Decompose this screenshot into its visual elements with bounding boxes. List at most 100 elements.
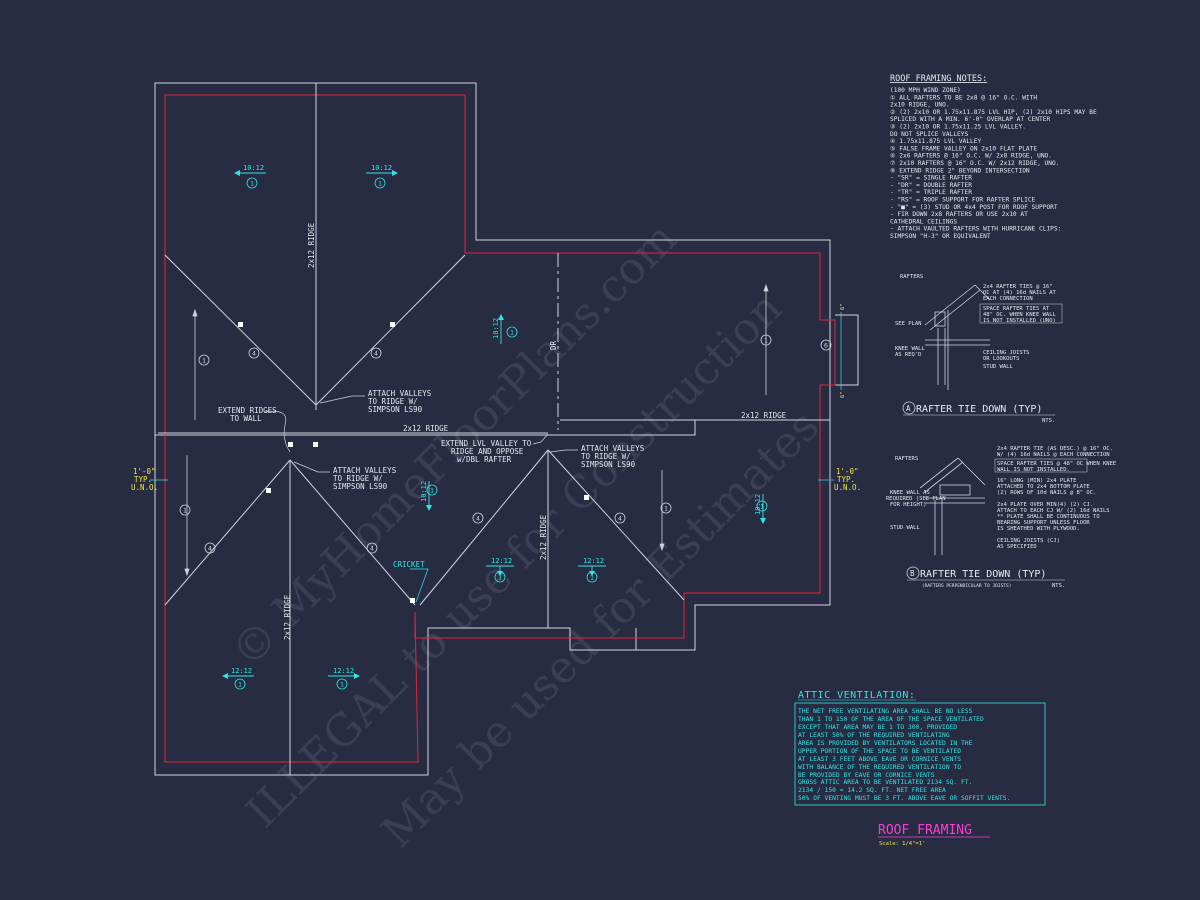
note-ref-circle: 1 [756, 500, 768, 512]
overhang-dim: TYP. [134, 475, 152, 484]
attic-line: THE NET FREE VENTILATING AREA SHALL BE N… [798, 708, 973, 715]
arrowhead [763, 283, 769, 292]
note-line: ④ 1.75x11.875 LVL VALLEY [890, 138, 982, 145]
hip-center-right [547, 449, 685, 601]
slope-marker: 12:12 [486, 557, 514, 576]
detail-a-label: AS REQ'D [895, 352, 922, 358]
detail-b-label: IS SHEATHED WITH PLYWOOD. [997, 526, 1080, 532]
note-ref-circle: 1 [198, 354, 210, 366]
slope-marker: 10:12 [234, 164, 266, 176]
rafter-line [919, 457, 959, 489]
svg-text:4: 4 [370, 545, 374, 553]
roof-framing-notes: ROOF FRAMING NOTES: (100 MPH WIND ZONE)①… [890, 74, 1097, 240]
detail-b-label: 2x4 PLATE OVER MIN(4) (2) CJ. [997, 502, 1093, 508]
callout-line: RIDGE AND OPPOSE [451, 447, 524, 456]
detail-b-label: RAFTERS [895, 456, 918, 462]
roof-support-posts [238, 322, 589, 603]
detail-b-label: BEARING SUPPORT UNLESS FLOOR [997, 520, 1090, 526]
slope-label: 10:12 [492, 318, 500, 339]
leader-line [264, 410, 291, 453]
attic-line: BE PROVIDED BY EAVE OR CORNICE VENTS [798, 772, 935, 779]
overhang-dims: 1'-0" TYP. U.N.O. 1'-0" TYP. U.N.O. 6" 6… [131, 303, 861, 492]
stoop-outline [569, 628, 637, 651]
detail-b-label: SPACE RAFTER TIES @ 48" OC WHEN KNEE [997, 461, 1116, 467]
bay-dim: 6" [840, 303, 846, 310]
note-ref-circle: 1 [179, 504, 191, 516]
slope-marker: 12:12 [222, 667, 254, 679]
slope-marker: 10:12 [366, 164, 398, 176]
attic-line: WITH BALANCE OF THE REQUIRED VENTILATION… [798, 764, 961, 771]
leader-line [549, 449, 578, 453]
watermark: © MyHomeFloorPlans.com ILLEGAL to use fo… [222, 213, 829, 858]
note-line: SIMPSON "H-3" OR EQUIVALENT [890, 233, 991, 240]
detail-b-label: (2) ROWS OF 10d NAILS @ 8" OC. [997, 490, 1096, 496]
note-line: CATHEDRAL CEILINGS [890, 218, 957, 225]
framing-lines [158, 83, 830, 775]
leader-line [319, 395, 365, 404]
note-line: ⑧ EXTEND RIDGE 2" BEYOND INTERSECTION [890, 167, 1030, 174]
ridge-label: 2x12 RIDGE [403, 424, 449, 433]
callout-cricket: CRICKET [393, 560, 429, 603]
callout-line: TO WALL [230, 414, 262, 423]
slope-marker: 12:12 [328, 667, 360, 679]
arrowhead [184, 568, 190, 577]
svg-text:1: 1 [378, 180, 382, 188]
slope-marker: 12:12 [578, 557, 606, 576]
hip-top-right [315, 254, 466, 406]
leader-line [532, 433, 549, 445]
svg-text:4: 4 [374, 350, 378, 358]
post-marker [288, 442, 293, 447]
svg-text:1: 1 [590, 574, 594, 582]
attic-line: AT LEAST 3 FEET ABOVE EAVE OR CORNICE VE… [798, 756, 961, 763]
note-line: ⑦ 2x10 RAFTERS @ 16" O.C. W/ 2x12 RIDGE,… [890, 160, 1059, 167]
note-ref-circle: 1 [246, 177, 258, 189]
attic-ventilation: ATTIC VENTILATION: THE NET FREE VENTILAT… [794, 690, 1046, 806]
note-line: - ATTACH VAULTED RAFTERS WITH HURRICANE … [890, 226, 1061, 233]
detail-a-note-box [979, 303, 1063, 324]
note-line: SPLICED WITH A MIN. 6'-0" OVERLAP AT CEN… [890, 116, 1050, 123]
detail-a-label: EACH CONNECTION [983, 296, 1033, 302]
callout-line: EXTEND LVL VALLEY TO [441, 439, 532, 448]
post-marker [266, 488, 271, 493]
detail-b-marker [906, 566, 920, 580]
callout-line: SIMPSON LS90 [368, 405, 423, 414]
cricket-label: CRICKET [393, 560, 425, 569]
note-ref-circle: 1 [426, 484, 438, 496]
note-ref-circle: 4 [204, 542, 216, 554]
rafter-line [924, 461, 964, 493]
note-ref-circle: 1 [760, 334, 772, 346]
callout-line: TO RIDGE W/ [581, 452, 631, 461]
eave-line [164, 94, 836, 763]
svg-text:4: 4 [476, 515, 480, 523]
overhang-dim: 1'-0" [836, 467, 859, 476]
detail-b-label: ATTACH TO EACH CJ W/ (2) 16d NAILS [997, 508, 1110, 514]
note-line: - "■" = (3) STUD OR 4x4 POST FOR ROOF SU… [890, 204, 1058, 211]
post-marker [390, 322, 395, 327]
detail-b-graphic [919, 457, 986, 555]
detail-a-label: STUD WALL [983, 364, 1013, 370]
callout-extend-lvl: EXTEND LVL VALLEY TO RIDGE AND OPPOSE w/… [441, 433, 549, 464]
callout-line: SIMPSON LS90 [333, 482, 388, 491]
attic-heading: ATTIC VENTILATION: [798, 690, 915, 701]
svg-text:1: 1 [238, 681, 242, 689]
note-line: (100 MPH WIND ZONE) [890, 87, 961, 94]
detail-b-label: REQUIRED (SEE PLAN [886, 496, 946, 502]
attic-calc-line: 50% OF VENTING MUST BE 3 FT. ABOVE EAVE … [798, 795, 1010, 802]
overhang-dim: U.N.O. [131, 483, 158, 492]
callout-line: EXTEND RIDGES [218, 406, 277, 415]
note-line: - "RS" = ROOF SUPPORT FOR RAFTER SPLICE [890, 197, 1036, 204]
attic-text: THE NET FREE VENTILATING AREA SHALL BE N… [798, 708, 1010, 802]
detail-a-nts: NTS. [1042, 418, 1055, 424]
rafter-line [924, 284, 976, 326]
notes-list: (100 MPH WIND ZONE)① ALL RAFTERS TO BE 2… [890, 87, 1097, 240]
detail-b-label: ** PLATE SHALL BE CONTINUOUS TO [997, 514, 1100, 520]
hip-top-left [164, 254, 317, 406]
leader-line [410, 568, 429, 603]
note-line: ① ALL RAFTERS TO BE 2x8 @ 16" O.C. WITH [890, 94, 1037, 101]
callout-line: ATTACH VALLEYS [368, 389, 432, 398]
attic-line: EXCEPT THAT AREA MAY BE 1 TO 300, PROVID… [798, 724, 957, 731]
plate [939, 484, 971, 496]
span-arrows [184, 283, 769, 577]
ridge-label: 2x12 RIDGE [539, 514, 548, 560]
